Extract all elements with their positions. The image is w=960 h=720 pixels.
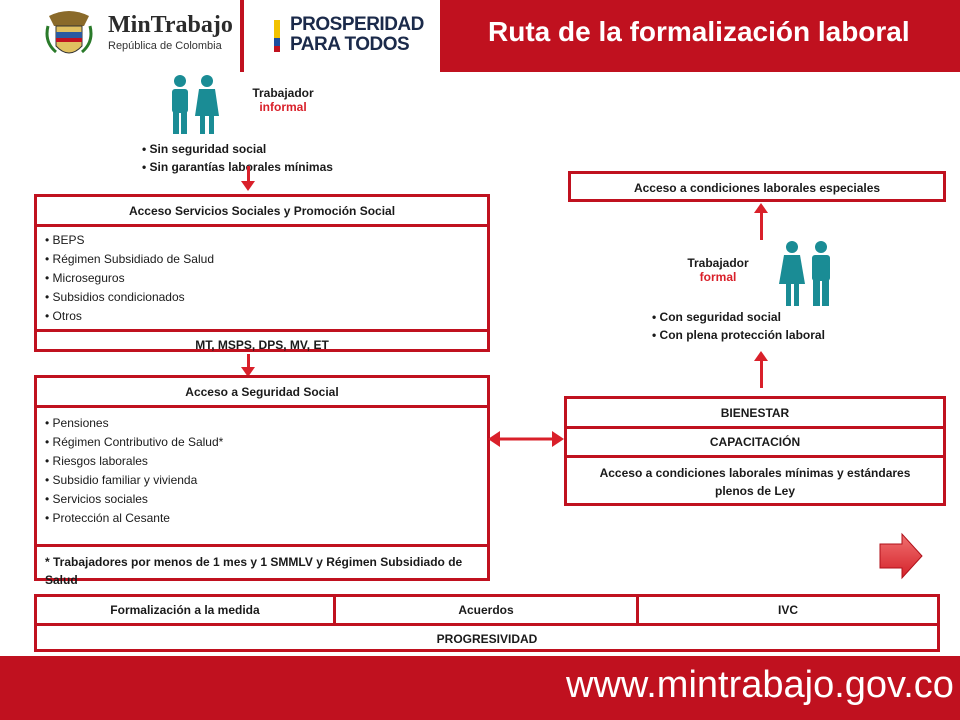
formal-label: Trabajador formal [675, 256, 761, 284]
informal-bullets: Sin seguridad social Sin garantías labor… [142, 140, 402, 176]
worker-label: Trabajador [252, 86, 314, 100]
down-arrow-icon [241, 166, 255, 191]
slogan-line-1: PROSPERIDAD [290, 14, 424, 35]
coat-of-arms-icon [45, 11, 93, 54]
right-stack-box: BIENESTAR CAPACITACIÓN Acceso a condicio… [564, 396, 946, 506]
formalizacion-cell: Formalización a la medida [37, 597, 336, 623]
formal-bullets: Con seguridad social Con plena protecció… [652, 308, 942, 344]
progresividad-label: PROGRESIVIDAD [436, 632, 538, 646]
social-security-note: * Trabajadores por menos de 1 mes y 1 SM… [37, 544, 487, 595]
list-item: Servicios sociales [45, 490, 479, 509]
bottom-cells-row: Formalización a la medida Acuerdos IVC [37, 597, 937, 626]
list-item: Régimen Contributivo de Salud* [45, 433, 479, 452]
worker-couple-icon [172, 75, 219, 134]
social-services-entities: MT, MSPS, DPS, MV, ET [37, 329, 487, 358]
informal-label: Trabajador informal [240, 86, 326, 114]
special-conditions-box: Acceso a condiciones laborales especiale… [568, 171, 946, 202]
ivc-cell: IVC [777, 603, 798, 617]
social-services-box: Acceso Servicios Sociales y Promoción So… [34, 194, 490, 352]
flag-stripes-icon [274, 20, 280, 52]
next-arrow-icon[interactable] [878, 532, 924, 580]
list-item: Microseguros [45, 269, 479, 288]
org-subtitle: República de Colombia [108, 40, 222, 52]
up-arrow-icon [754, 351, 768, 388]
list-item: Con seguridad social [652, 308, 942, 326]
worker-status-label: informal [259, 100, 307, 114]
list-item: Con plena protección laboral [652, 326, 942, 344]
worker-label: Trabajador [687, 256, 749, 270]
acuerdos-cell: Acuerdos [336, 597, 639, 623]
org-name: MinTrabajo [108, 12, 233, 38]
social-services-title: Acceso Servicios Sociales y Promoción So… [37, 197, 487, 227]
mintrabajo-logo-panel [0, 0, 240, 72]
page-title: Ruta de la formalización laboral [488, 16, 910, 47]
footer-bar [0, 656, 960, 720]
social-security-box: Acceso a Seguridad Social Pensiones Régi… [34, 375, 490, 587]
slogan-line-2: PARA TODOS [290, 34, 410, 55]
worker-couple-icon [779, 241, 830, 306]
social-services-list: BEPS Régimen Subsidiado de Salud Microse… [37, 227, 487, 329]
bottom-panel: Formalización a la medida Acuerdos IVC P… [34, 594, 940, 652]
list-item: Subsidios condicionados [45, 288, 479, 307]
list-item: Riesgos laborales [45, 452, 479, 471]
list-item: Pensiones [45, 414, 479, 433]
list-item: Subsidio familiar y vivienda [45, 471, 479, 490]
list-item: Protección al Cesante [45, 509, 479, 528]
list-item: Otros [45, 307, 479, 326]
social-security-list: Pensiones Régimen Contributivo de Salud*… [37, 408, 487, 544]
list-item: BEPS [45, 231, 479, 250]
down-arrow-icon [241, 354, 255, 377]
list-item: Régimen Subsidiado de Salud [45, 250, 479, 269]
list-item: Sin seguridad social [142, 140, 402, 158]
bienestar-label: BIENESTAR [567, 399, 943, 429]
list-item: Sin garantías laborales mínimas [142, 158, 402, 176]
double-arrow-icon [488, 431, 564, 447]
up-arrow-icon [754, 203, 768, 240]
footer-url: www.mintrabajo.gov.co [566, 664, 954, 706]
worker-status-label: formal [699, 270, 737, 284]
minimum-conditions-label: Acceso a condiciones laborales mínimas y… [599, 466, 911, 498]
social-security-title: Acceso a Seguridad Social [37, 378, 487, 408]
capacitacion-label: CAPACITACIÓN [567, 429, 943, 458]
